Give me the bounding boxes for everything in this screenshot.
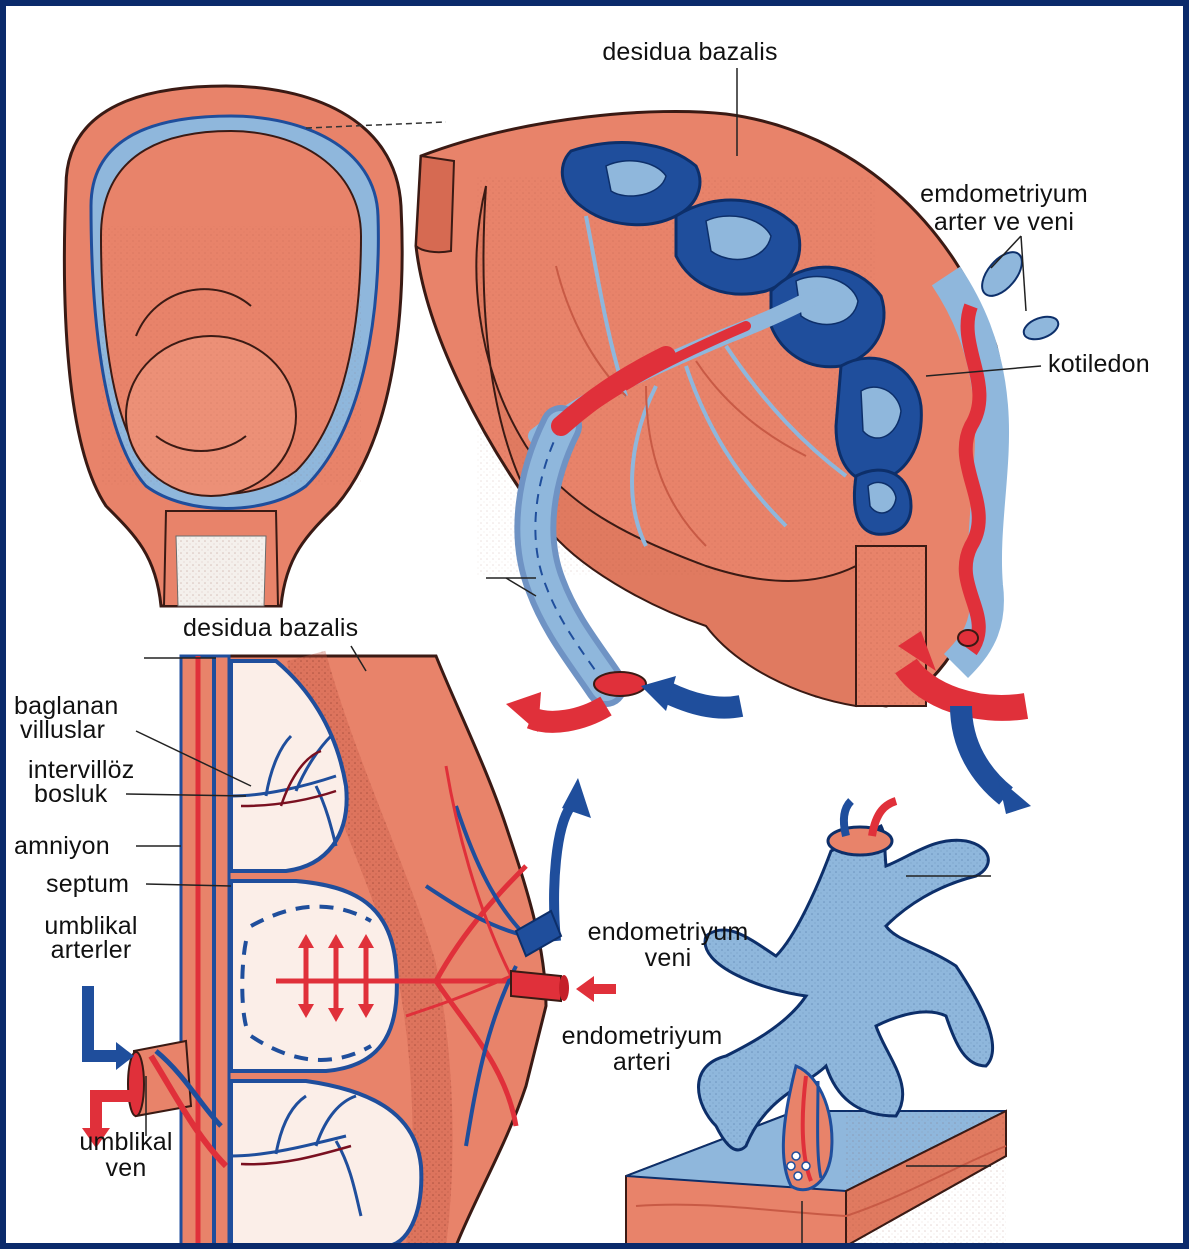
label-amniyon: amniyon [14, 834, 110, 859]
uterus-with-fetus [64, 86, 402, 606]
label-desidua-bazalis-top: desidua bazalis [580, 40, 800, 65]
label-umblikal-ven-line1: umblikal [56, 1130, 196, 1155]
flow-arrow-venous-up [554, 778, 591, 941]
label-umblikal-ven-line2: ven [56, 1156, 196, 1181]
label-endometrium-vessels-line2: arter ve veni [904, 210, 1104, 235]
label-endometriyum-veni-line2: veni [568, 946, 768, 971]
label-umblikal-arterler-line2: arterler [26, 938, 156, 963]
label-endometriyum-arteri-line1: endometriyum [542, 1024, 742, 1049]
label-endometriyum-arteri-line2: arteri [542, 1050, 742, 1075]
label-intervilloz-bosluk-line2: bosluk [34, 782, 107, 807]
arterial-inflow-arrow [576, 976, 616, 1002]
label-endometrium-vessels-line1: emdometriyum [904, 182, 1104, 207]
label-endometriyum-veni-line1: endometriyum [568, 920, 768, 945]
label-desidua-bazalis-mid: desidua bazalis [183, 616, 358, 641]
label-kotiledon: kotiledon [1048, 352, 1150, 377]
umbilical-flow-arrows [82, 986, 136, 1148]
label-septum: septum [46, 872, 129, 897]
label-baglanan-villuslar-line2: villuslar [20, 718, 105, 743]
